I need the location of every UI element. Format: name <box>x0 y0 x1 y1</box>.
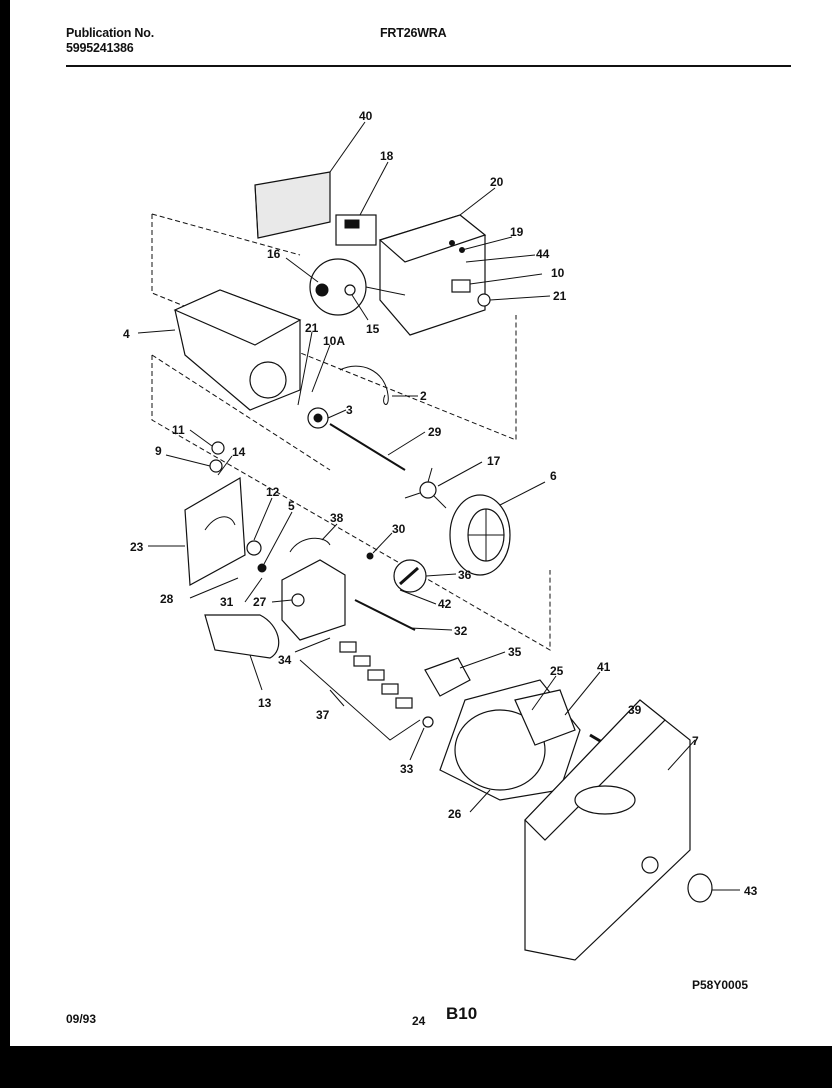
callout-7: 7 <box>692 734 699 748</box>
callout-16: 16 <box>267 247 281 261</box>
section-code: B10 <box>446 1004 478 1023</box>
callout-40: 40 <box>359 109 373 123</box>
callout-41: 41 <box>597 660 611 674</box>
part-25-41-26-ice-chute-housing <box>439 679 581 801</box>
callout-15: 15 <box>366 322 380 336</box>
callout-38: 38 <box>330 511 344 525</box>
callout-6: 6 <box>550 469 557 483</box>
part-16-15-lamp-detail <box>309 258 406 316</box>
part-17-auger-spider <box>404 467 447 509</box>
callout-30: 30 <box>392 522 406 536</box>
callout-42: 42 <box>438 597 452 611</box>
callout-11: 11 <box>172 423 185 437</box>
callout-27: 27 <box>253 595 267 609</box>
publication-label: Publication No. <box>66 26 154 40</box>
part-36-42-detail <box>393 559 427 593</box>
callout-28: 28 <box>160 592 174 606</box>
callout-9: 9 <box>155 444 162 458</box>
part-40-panel <box>254 171 331 239</box>
callout-17: 17 <box>487 454 501 468</box>
callout-18: 18 <box>380 149 394 163</box>
callout-29: 29 <box>428 425 442 439</box>
callout-33: 33 <box>400 762 414 776</box>
part-23-mounting-plate <box>184 476 246 586</box>
callout-36: 36 <box>458 568 472 582</box>
callout-35: 35 <box>508 645 522 659</box>
callout-2: 2 <box>420 389 427 403</box>
callout-32: 32 <box>454 624 468 638</box>
callout-20: 20 <box>490 175 504 189</box>
callout-10A: 10A <box>323 334 345 348</box>
part-43-knob <box>687 873 713 903</box>
upper-assembly-boundary <box>151 214 517 441</box>
callout-10: 10 <box>551 266 565 280</box>
callout-12: 12 <box>266 485 280 499</box>
scan-edge-left <box>0 0 10 1088</box>
part-35-switch <box>424 657 471 697</box>
part-37-cutter-set <box>339 641 413 709</box>
diagram-code: P58Y0005 <box>692 978 749 992</box>
callout-3: 3 <box>346 403 353 417</box>
callout-19: 19 <box>510 225 524 239</box>
part-4-auger-housing <box>173 289 302 411</box>
callout-37: 37 <box>316 708 330 722</box>
page-number: 24 <box>412 1014 426 1028</box>
part-27-solenoid-bracket <box>281 559 346 641</box>
callout-21: 21 <box>553 289 567 303</box>
callout-23: 23 <box>130 540 144 554</box>
callout-31: 31 <box>220 595 234 609</box>
callout-26: 26 <box>448 807 462 821</box>
part-7-dispenser-cover <box>524 699 691 961</box>
callout-44: 44 <box>536 247 550 261</box>
model-number: FRT26WRA <box>380 26 447 40</box>
lower-assembly-boundary <box>151 355 551 651</box>
footer-date: 09/93 <box>66 1012 97 1026</box>
part-13-door-flap <box>204 614 280 659</box>
callout-5: 5 <box>288 499 295 513</box>
callout-43: 43 <box>744 884 758 898</box>
callout-14: 14 <box>232 445 246 459</box>
part-20-control-housing <box>378 214 487 336</box>
scan-edge-bottom <box>0 1046 832 1088</box>
callout-21b: 21 <box>305 321 319 335</box>
callout-13: 13 <box>258 696 272 710</box>
callout-39: 39 <box>628 703 642 717</box>
part-6-ice-blade-wheel <box>449 494 511 576</box>
callout-34: 34 <box>278 653 292 667</box>
callout-25: 25 <box>550 664 564 678</box>
publication-number: 5995241386 <box>66 41 134 55</box>
header-rule <box>66 65 791 67</box>
callout-4: 4 <box>123 327 130 341</box>
part-18-relay <box>335 214 377 246</box>
